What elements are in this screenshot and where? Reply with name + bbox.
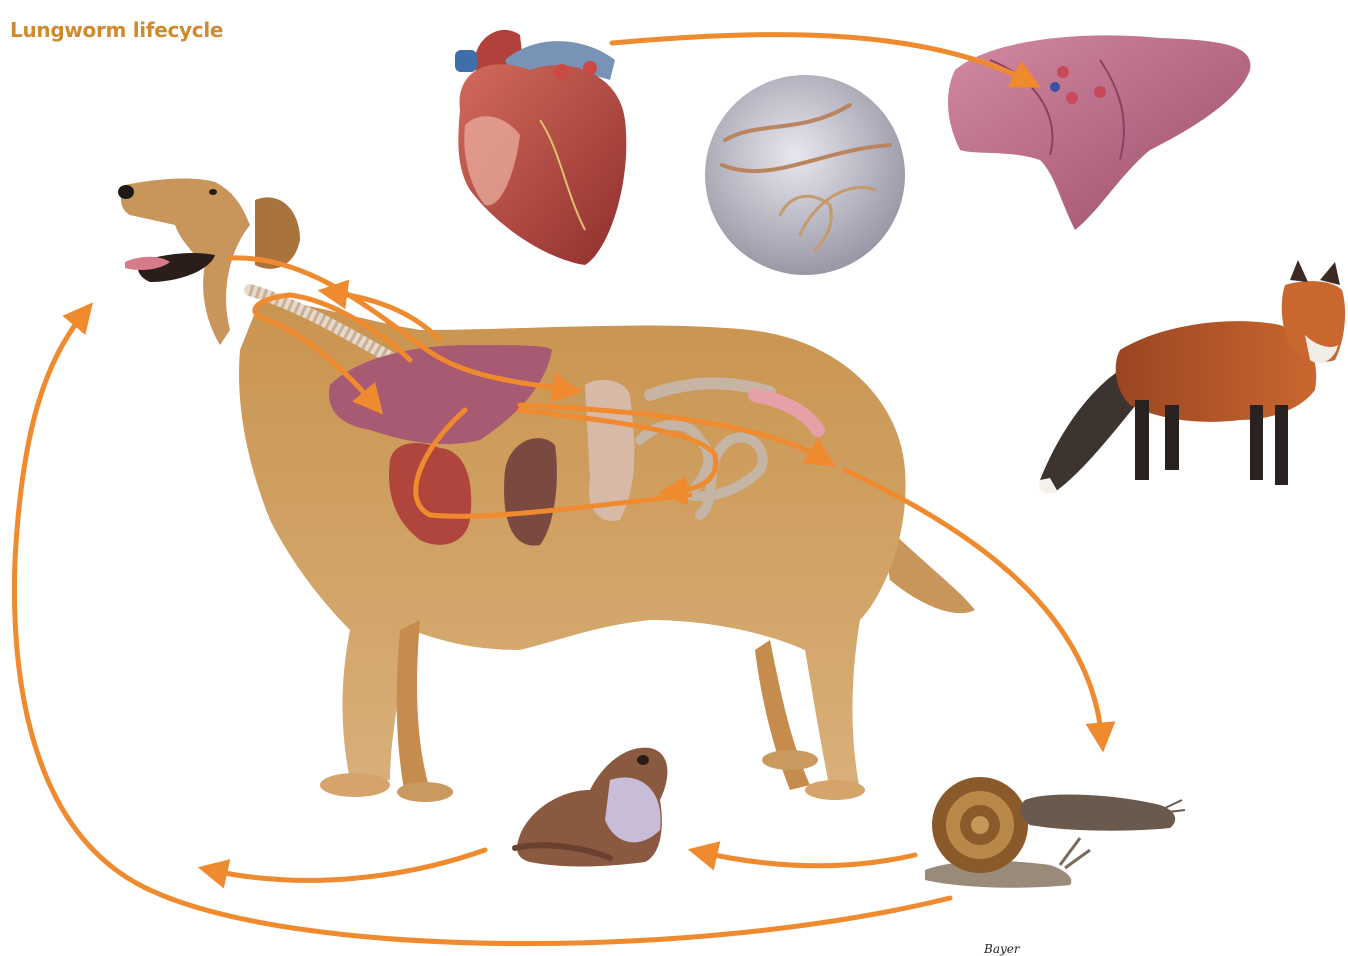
frog-figure — [515, 748, 667, 867]
arrow-snail-to-frog — [700, 852, 915, 866]
fox-figure — [1039, 260, 1345, 494]
heart-figure — [455, 30, 626, 265]
snail-figure — [925, 777, 1090, 888]
larvae-figure — [705, 75, 905, 275]
slug-figure — [1020, 795, 1185, 831]
image-credit: Bayer — [984, 942, 1020, 956]
arrow-frog-to-return — [210, 850, 485, 880]
